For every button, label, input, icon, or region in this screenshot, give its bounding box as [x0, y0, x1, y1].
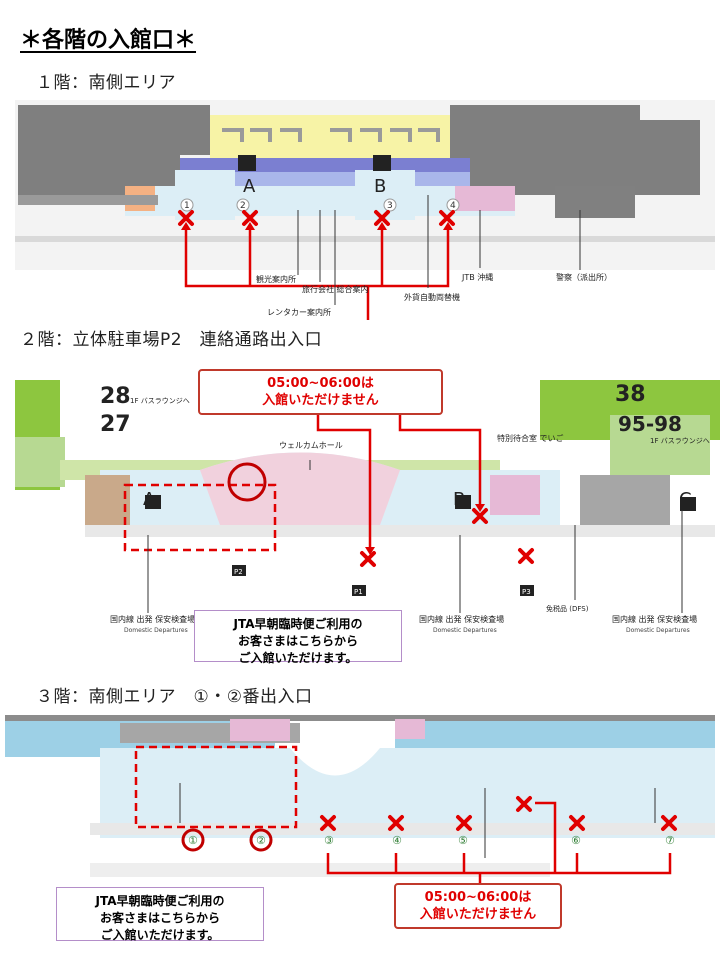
floor1-door-3: 3: [387, 201, 393, 211]
gate-number-95-98: 95-98: [618, 412, 682, 436]
floor1-door-2: 2: [240, 201, 246, 211]
floor3-door-1-circle: [181, 828, 205, 852]
bus-lounge-label-left: 1F バスラウンジへ: [130, 397, 190, 405]
floor3-map: ① ② ③ ④ ⑤ ⑥ ⑦: [5, 715, 715, 885]
floor3-door-2: ②: [256, 834, 266, 847]
floor3-label: ３階：南側エリア ①・②番出入口: [36, 687, 313, 707]
facility-tourist-info: 観光案内所: [256, 274, 296, 284]
floor3-closed-notice: 05:00~06:00は 入館いただけません: [394, 883, 562, 929]
floor2-closed-entrances: [360, 508, 534, 567]
parking-p2: P2: [234, 568, 243, 576]
floor3-closed-entrances: [320, 796, 677, 831]
gate-number-28: 28: [100, 384, 131, 409]
domestic-departures-label-b: Domestic Departures: [433, 627, 497, 634]
gate-number-27: 27: [100, 412, 131, 437]
floor2-jta-entrance-area: [123, 483, 277, 552]
floor3-door-1: ①: [188, 834, 198, 847]
floor2-jta-note: JTA早朝臨時便ご利用の お客さまはこちらから ご入館いただけます。: [194, 610, 402, 665]
duty-free-label: 免税品 (DFS): [546, 604, 589, 613]
floor3-door-3: ③: [324, 834, 334, 847]
floor1-gate-a: A: [243, 176, 256, 197]
floor2-label: ２階：立体駐車場P2 連絡通路出入口: [20, 330, 323, 350]
domestic-security-label-c: 国内線 出発 保安検査場: [612, 614, 697, 624]
parking-p3: P3: [522, 588, 531, 596]
floor3-door-5: ⑤: [458, 834, 468, 847]
floor1-label: １階：南側エリア: [36, 73, 176, 93]
gate-number-38: 38: [615, 382, 646, 407]
floor3-jta-entrance-area: [134, 745, 298, 829]
special-waiting-room-label: 特別待合室 でいご: [497, 433, 564, 443]
facility-police: 警察（派出所）: [556, 272, 612, 282]
parking-p1: P1: [354, 588, 363, 596]
welcome-hall-label: ウェルカムホール: [279, 441, 343, 450]
floor2-jta-entrance-circle: [227, 462, 267, 502]
floor3-jta-note: JTA早朝臨時便ご利用の お客さまはこちらから ご入館いただけます。: [56, 887, 264, 942]
facility-rental-car: レンタカー案内所: [267, 307, 331, 317]
domestic-security-label-b: 国内線 出発 保安検査場: [419, 614, 504, 624]
facility-jtb: JTB 沖縄: [461, 272, 493, 282]
domestic-departures-label-c: Domestic Departures: [626, 627, 690, 634]
floor3-door-2-circle: [249, 828, 273, 852]
floor1-door-4: 4: [450, 201, 456, 211]
floor2-map: 28 27 38 95-98 1F バスラウンジへ 1F バスラウンジへ ウェル…: [15, 380, 720, 634]
floor1-map: A B 1 2 3 4 観光案内所 旅行会社 総合案内 レンタカー案内: [15, 100, 715, 320]
domestic-security-label-a: 国内線 出発 保安検査場: [110, 614, 195, 624]
facility-currency-exchange: 外貨自動両替機: [404, 292, 460, 302]
floor3-door-6: ⑥: [571, 834, 581, 847]
floor3-door-4: ④: [392, 834, 402, 847]
page-title: ＊各階の入館口＊: [20, 28, 197, 53]
facility-travel-agency: 旅行会社 総合案内: [302, 284, 369, 294]
floor1-gate-b: B: [374, 176, 386, 197]
floor1-door-1: 1: [184, 201, 190, 211]
floor1-closed-entrances: [178, 210, 455, 226]
domestic-departures-label-a: Domestic Departures: [124, 627, 188, 634]
bus-lounge-label-right: 1F バスラウンジへ: [650, 437, 710, 445]
floor3-door-7: ⑦: [665, 834, 675, 847]
floor2-closed-notice: 05:00~06:00は 入館いただけません: [198, 369, 443, 415]
